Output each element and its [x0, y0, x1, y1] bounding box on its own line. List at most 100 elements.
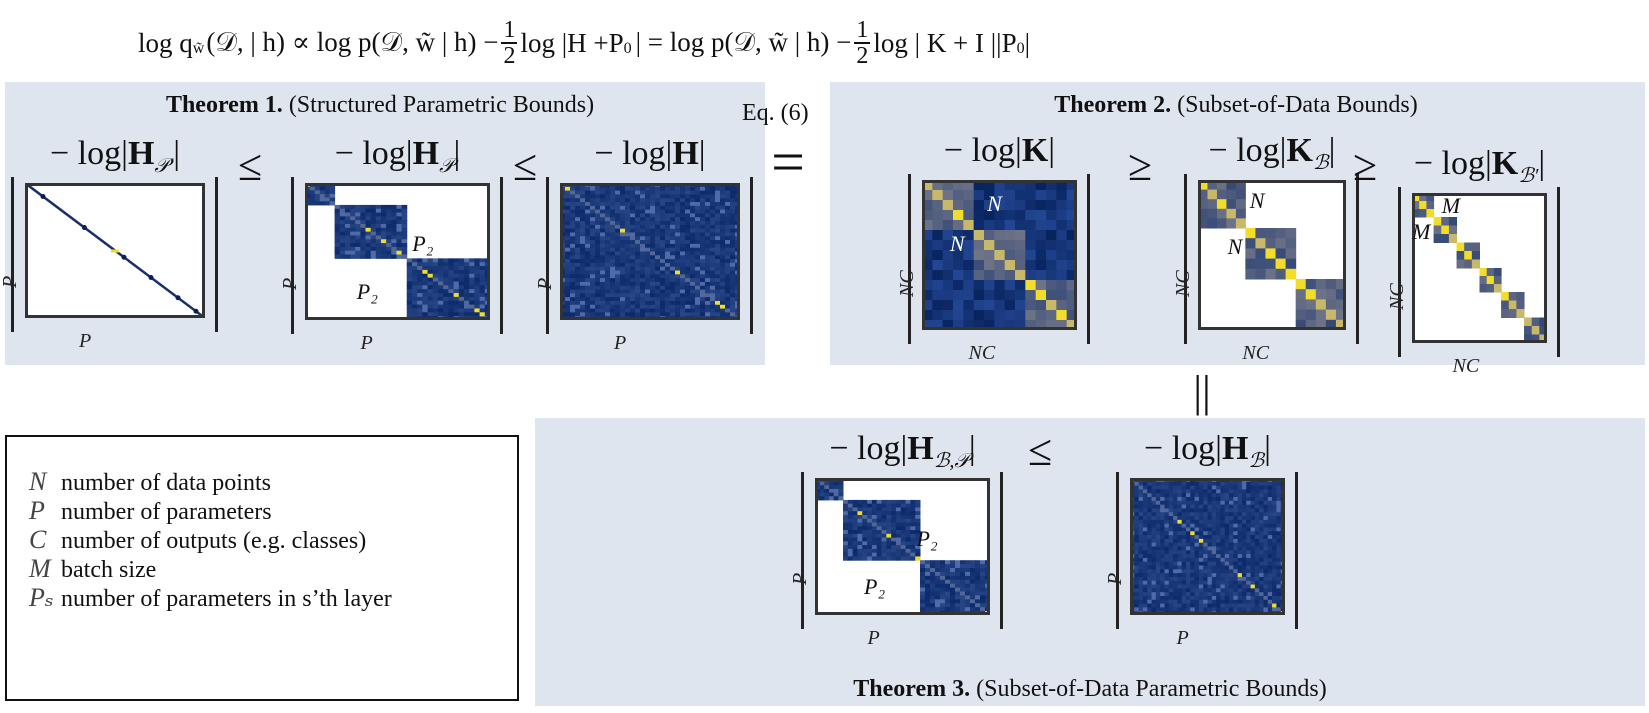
- matrix-cell: [886, 499, 892, 505]
- matrix-cell: [660, 255, 666, 260]
- matrix-cell: [1216, 508, 1221, 513]
- matrix-cell: [665, 194, 671, 199]
- matrix-cell: [585, 281, 591, 287]
- matrix-cell: [685, 262, 691, 268]
- matrix-cell: [1267, 538, 1273, 544]
- matrix-cell: [705, 281, 711, 287]
- matrix-cell: [650, 266, 656, 272]
- matrix-cell: [685, 297, 691, 302]
- matrix-cell: [1164, 481, 1170, 487]
- matrix-cell: [665, 278, 671, 283]
- matrix-cell: [600, 255, 606, 260]
- matrix-cell: [175, 295, 181, 301]
- matrix-cell: [1224, 565, 1230, 570]
- matrix-cell: [847, 522, 854, 527]
- matrix-cell: [690, 202, 696, 207]
- matrix-cell: [1164, 580, 1170, 586]
- matrix-cell: [422, 273, 429, 279]
- matrix-cell: [1493, 276, 1502, 285]
- matrix-cell: [705, 262, 711, 268]
- matrix-cell: [725, 240, 731, 245]
- matrix-cell: [355, 239, 361, 244]
- matrix-cell: [1211, 535, 1217, 540]
- matrix-cell: [847, 552, 854, 557]
- matrix-cell: [675, 186, 681, 192]
- matrix-cell: [635, 281, 641, 287]
- matrix-cell: [720, 289, 726, 294]
- matrix-cell: [1241, 493, 1247, 498]
- matrix-cell: [1190, 508, 1196, 513]
- matrix-cell: [1229, 519, 1234, 525]
- matrix-cell: [935, 599, 941, 604]
- matrix-cell: [680, 202, 686, 207]
- matrix-cell: [386, 216, 392, 221]
- matrix-cell: [730, 224, 736, 230]
- matrix-cell: [665, 300, 671, 306]
- matrix-cell: [994, 260, 1006, 271]
- matrix-cell: [730, 236, 736, 241]
- matrix-cell: [1151, 576, 1157, 582]
- matrix-cell: [645, 217, 651, 222]
- matrix-cell: [1276, 580, 1282, 586]
- matrix-cell: [570, 304, 576, 310]
- matrix-cell: [1211, 595, 1217, 601]
- matrix-cell: [910, 503, 916, 508]
- matrix-cell: [1241, 489, 1247, 494]
- matrix-cell: [565, 308, 571, 313]
- matrix-cell: [650, 236, 656, 241]
- matrix-cell: [940, 603, 946, 608]
- matrix-cell: [1015, 190, 1026, 201]
- matrix-cell: [1046, 270, 1057, 281]
- matrix-cell: [680, 266, 686, 272]
- matrix-cell: [1164, 527, 1170, 532]
- matrix-cell: [565, 221, 571, 226]
- matrix-cell: [960, 587, 966, 593]
- matrix-cell: [610, 190, 616, 195]
- matrix-cell: [350, 243, 356, 248]
- matrix-cell: [391, 239, 397, 244]
- matrix-cell: [715, 228, 721, 233]
- matrix-cell: [350, 239, 356, 244]
- matrix-cell: [1190, 595, 1196, 601]
- matrix-cell: [915, 499, 921, 505]
- matrix-cell: [670, 308, 676, 313]
- legend-symbol: Pₛ: [29, 583, 54, 612]
- matrix-cell: [1237, 607, 1243, 612]
- matrix-cell: [370, 246, 377, 252]
- matrix-cell: [1250, 504, 1256, 509]
- matrix-cell: [570, 221, 576, 226]
- matrix-cell: [932, 180, 944, 191]
- matrix-cell: [645, 205, 651, 211]
- matrix-cell: [1211, 485, 1217, 490]
- matrix-cell: [570, 312, 576, 317]
- matrix-cell: [1229, 607, 1234, 612]
- inequality-sign: ≤: [1027, 426, 1053, 475]
- matrix-cell: [650, 304, 656, 310]
- matrix-cell: [1181, 569, 1187, 574]
- log-prefix: − log|: [334, 135, 413, 172]
- matrix-cell: [665, 240, 671, 245]
- matrix-cell: [881, 507, 887, 512]
- matrix-cell: [610, 217, 616, 222]
- matrix-cell: [1259, 504, 1264, 509]
- matrix-cell: [935, 607, 941, 612]
- matrix-cell: [1155, 519, 1161, 525]
- matrix-cell: [1267, 516, 1273, 521]
- matrix-cell: [615, 240, 621, 245]
- matrix-cell: [1254, 500, 1260, 506]
- matrix-label: − log|Kℬ′|: [1414, 145, 1545, 188]
- matrix-cell: [700, 300, 706, 306]
- matrix-cell: [391, 235, 397, 240]
- matrix-cell: [575, 289, 581, 294]
- matrix-cell: [980, 568, 986, 573]
- matrix-cell: [655, 190, 661, 195]
- matrix-cell: [700, 297, 706, 302]
- matrix-cell: [1004, 200, 1016, 211]
- matrix-cell: [1267, 554, 1273, 559]
- matrix-cell: [1426, 209, 1435, 218]
- y-axis-label: NC: [896, 270, 918, 297]
- matrix-cell: [615, 293, 621, 298]
- matrix-cell: [350, 204, 356, 210]
- matrix-cell: [675, 278, 681, 283]
